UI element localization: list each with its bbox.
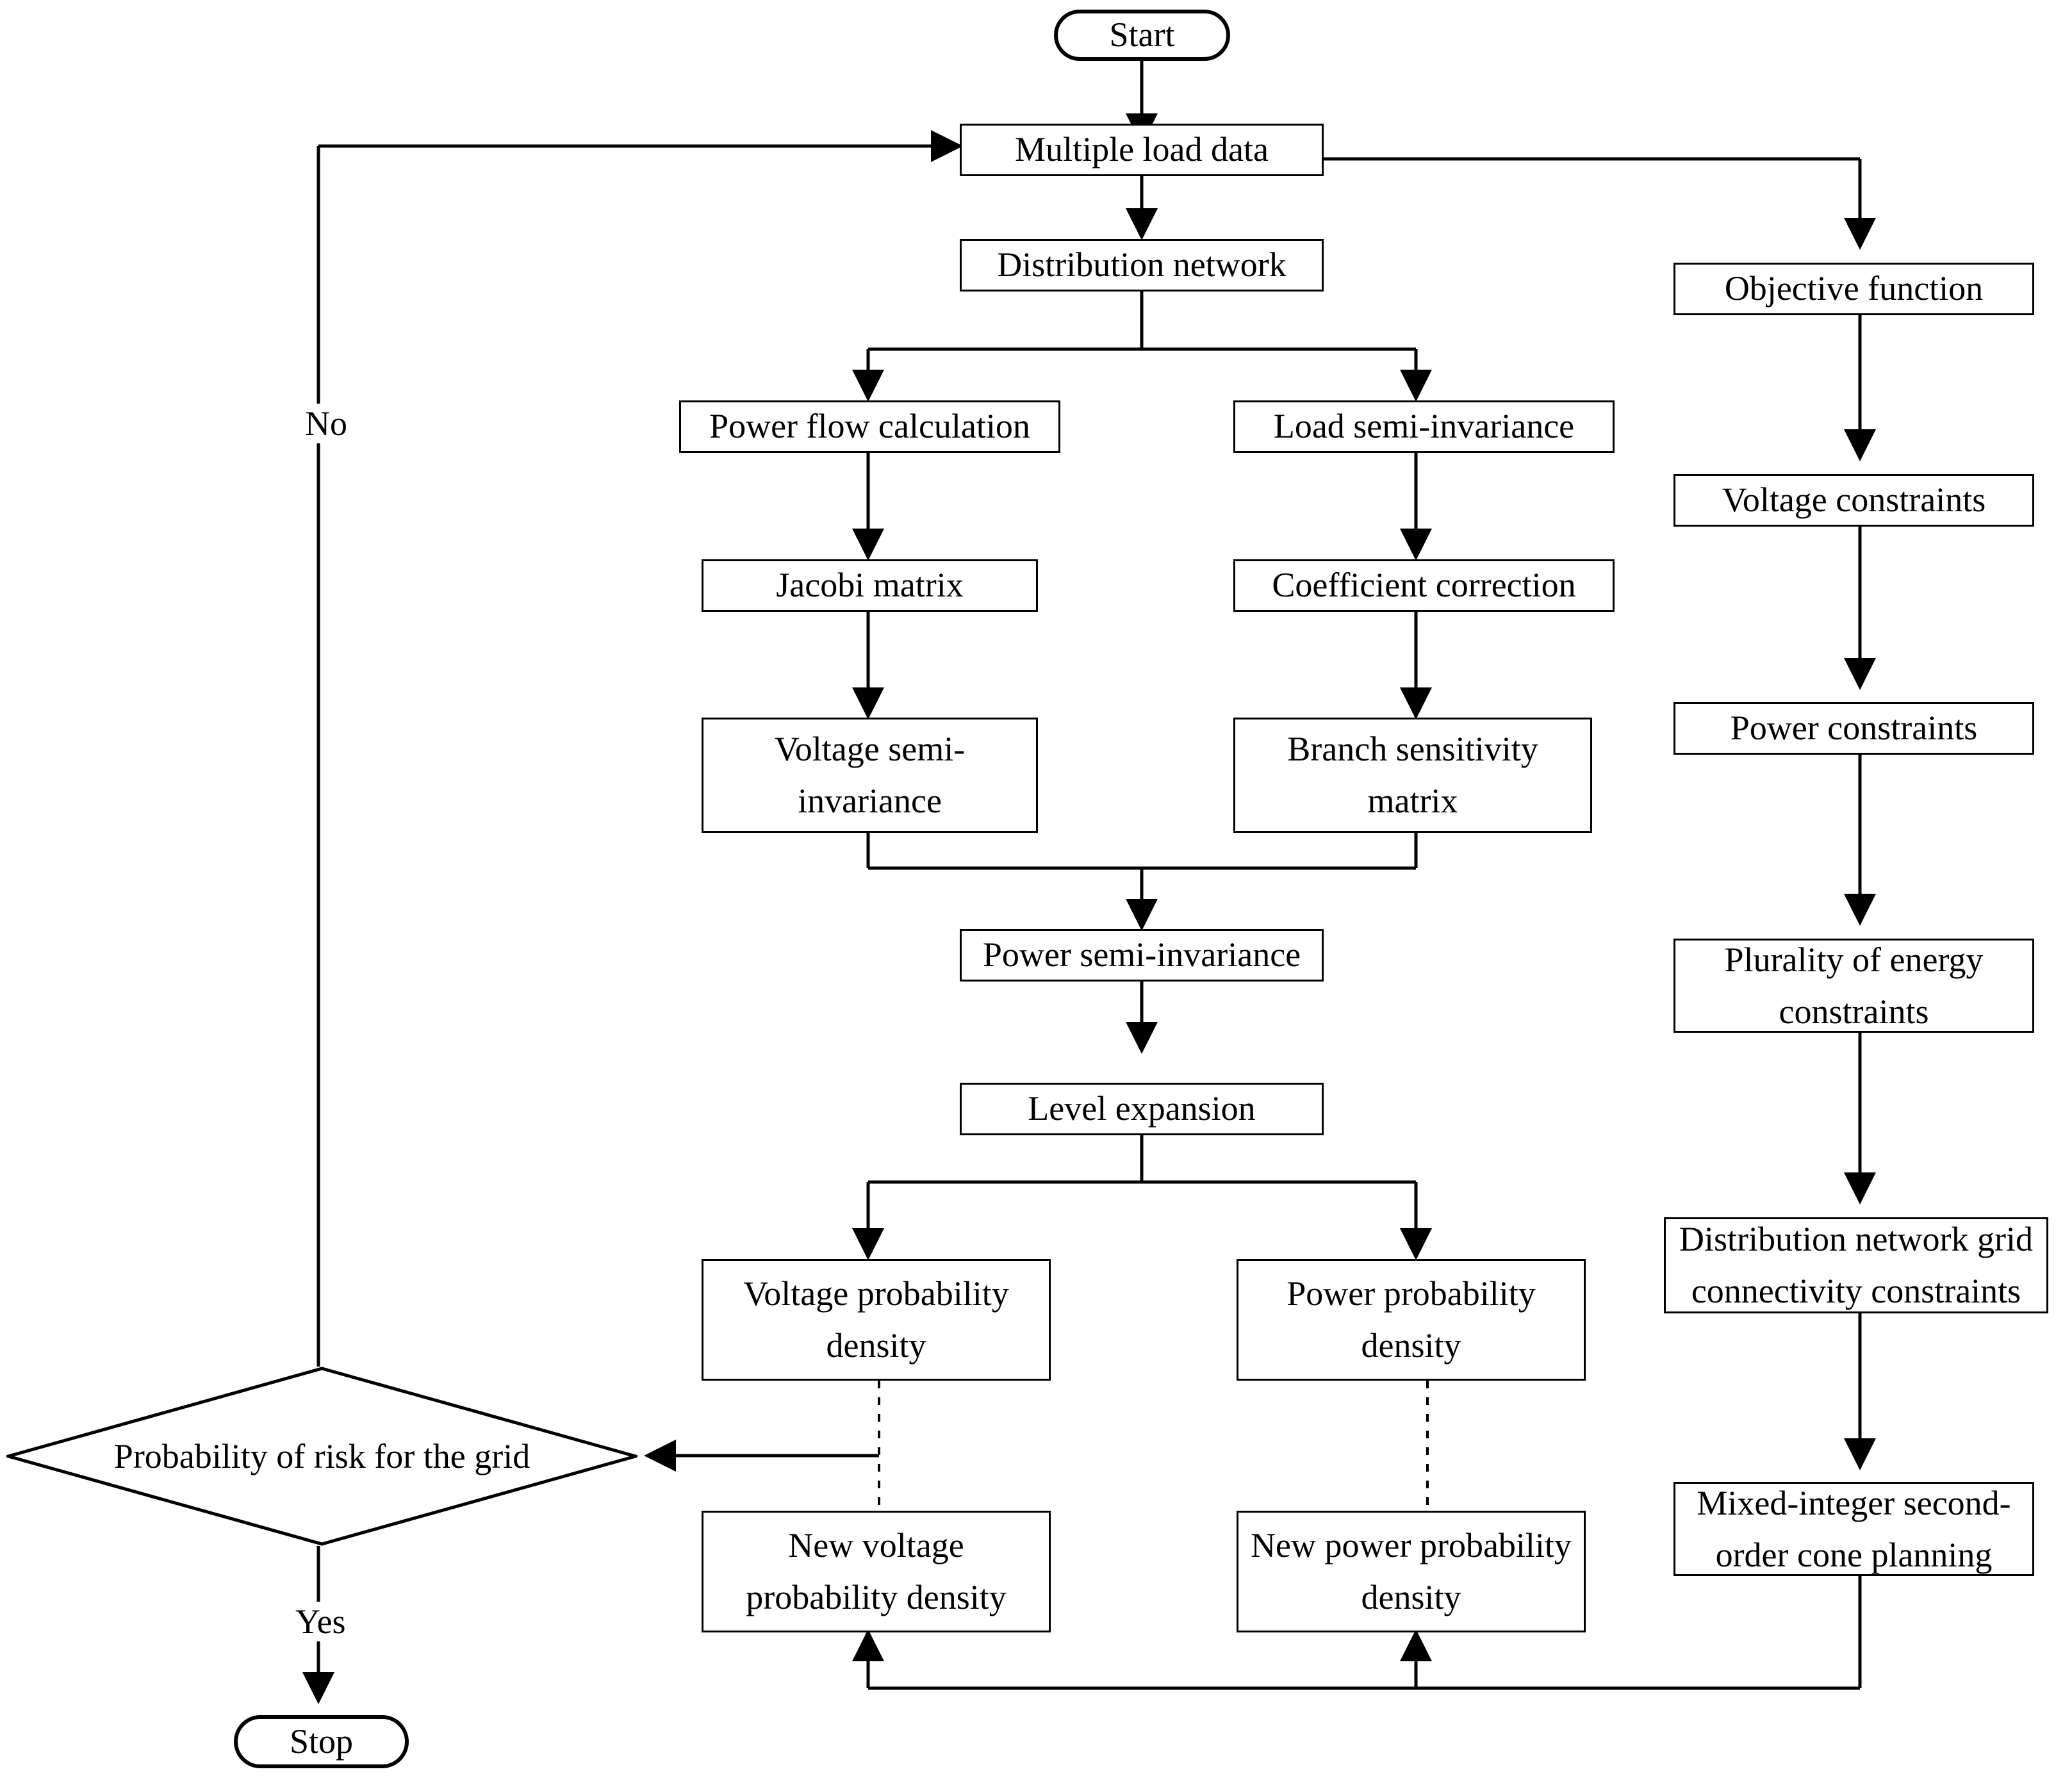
node-power-flow-calculation[interactable]: Power flow calculation [679, 400, 1060, 453]
node-level-expansion[interactable]: Level expansion [960, 1083, 1324, 1135]
node-load-semi-invariance-label: Load semi-invariance [1273, 407, 1575, 446]
node-voltage-constraints-label: Voltage constraints [1722, 481, 1986, 520]
node-distribution-network-grid-connectivity-constraints-label: Distribution network grid connectivity c… [1679, 1220, 2033, 1310]
node-power-semi-invariance[interactable]: Power semi-invariance [960, 929, 1324, 982]
node-objective-function-label: Objective function [1724, 269, 1984, 308]
node-power-probability-density-label: Power probability density [1287, 1274, 1536, 1365]
edge-label-yes: Yes [292, 1602, 350, 1641]
node-new-power-probability-density-label: New power probability density [1251, 1526, 1572, 1616]
node-start[interactable]: Start [1054, 10, 1230, 61]
node-power-semi-invariance-label: Power semi-invariance [982, 935, 1301, 974]
node-power-probability-density[interactable]: Power probability density [1237, 1259, 1586, 1381]
edge-label-no-text: No [305, 404, 347, 443]
node-stop[interactable]: Stop [234, 1715, 409, 1768]
node-power-flow-calculation-label: Power flow calculation [709, 407, 1030, 446]
node-new-voltage-probability-density[interactable]: New voltage probability density [702, 1511, 1051, 1632]
node-new-power-probability-density[interactable]: New power probability density [1237, 1511, 1586, 1632]
node-plurality-of-energy-constraints[interactable]: Plurality of energy constraints [1673, 939, 2034, 1033]
node-coefficient-correction[interactable]: Coefficient correction [1233, 559, 1615, 612]
node-voltage-semi-invariance-label: Voltage semi-invariance [774, 730, 966, 820]
node-stop-label: Stop [289, 1721, 354, 1761]
node-distribution-network-grid-connectivity-constraints[interactable]: Distribution network grid connectivity c… [1664, 1217, 2048, 1313]
node-multiple-load-data-label: Multiple load data [1015, 130, 1269, 169]
node-coefficient-correction-label: Coefficient correction [1272, 566, 1576, 605]
node-level-expansion-label: Level expansion [1028, 1089, 1256, 1128]
node-voltage-semi-invariance[interactable]: Voltage semi-invariance [702, 718, 1038, 833]
node-branch-sensitivity-matrix-label: Branch sensitivity matrix [1287, 730, 1538, 820]
node-mixed-integer-second-order-cone-planning-label: Mixed-integer second-order cone planning [1697, 1483, 2011, 1574]
node-voltage-probability-density[interactable]: Voltage probability density [702, 1259, 1051, 1381]
node-load-semi-invariance[interactable]: Load semi-invariance [1233, 400, 1615, 453]
node-jacobi-matrix-label: Jacobi matrix [776, 566, 964, 605]
node-plurality-of-energy-constraints-label: Plurality of energy constraints [1724, 940, 1984, 1031]
edge-label-no: No [301, 404, 351, 443]
node-objective-function[interactable]: Objective function [1673, 263, 2034, 315]
node-branch-sensitivity-matrix[interactable]: Branch sensitivity matrix [1233, 718, 1592, 833]
node-power-constraints-label: Power constraints [1730, 709, 1978, 748]
node-start-label: Start [1109, 15, 1175, 54]
node-voltage-probability-density-label: Voltage probability density [743, 1274, 1009, 1365]
node-new-voltage-probability-density-label: New voltage probability density [746, 1526, 1007, 1616]
node-voltage-constraints[interactable]: Voltage constraints [1673, 474, 2034, 527]
node-distribution-network[interactable]: Distribution network [960, 239, 1324, 292]
decision-diamond-shape [6, 1367, 637, 1546]
node-probability-of-risk[interactable]: Probability of risk for the grid [6, 1367, 637, 1546]
edge-label-yes-text: Yes [295, 1602, 346, 1641]
node-probability-of-risk-label: Probability of risk for the grid [113, 1437, 530, 1475]
node-mixed-integer-second-order-cone-planning[interactable]: Mixed-integer second-order cone planning [1673, 1482, 2034, 1576]
node-distribution-network-label: Distribution network [997, 245, 1287, 284]
node-multiple-load-data[interactable]: Multiple load data [960, 124, 1324, 176]
node-power-constraints[interactable]: Power constraints [1673, 702, 2034, 755]
node-jacobi-matrix[interactable]: Jacobi matrix [702, 559, 1038, 612]
